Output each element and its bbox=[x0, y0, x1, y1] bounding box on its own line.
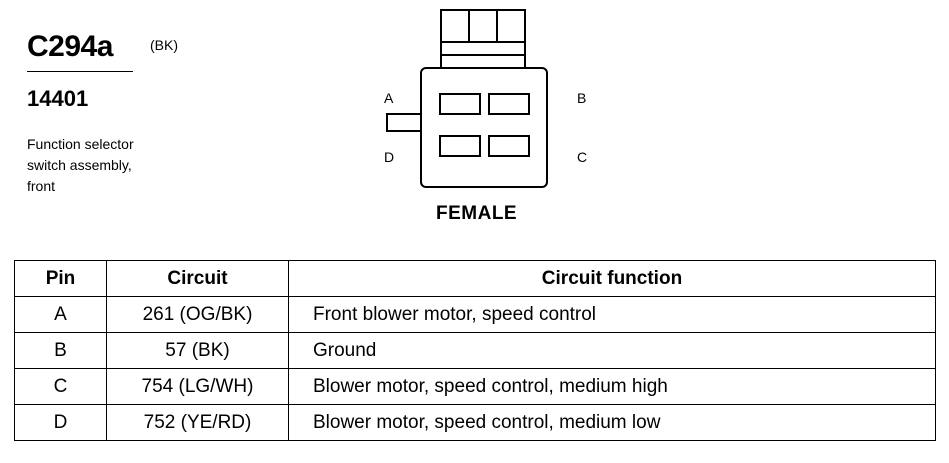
table-row: B 57 (BK) Ground bbox=[14, 332, 936, 369]
description-line: switch assembly, bbox=[27, 157, 132, 173]
table-row: C 754 (LG/WH) Blower motor, speed contro… bbox=[14, 368, 936, 405]
column-header-pin: Pin bbox=[14, 260, 107, 297]
connector-gender-label: FEMALE bbox=[436, 203, 518, 224]
pin-cell: D bbox=[14, 404, 107, 441]
terminal-cavity-d bbox=[439, 135, 481, 157]
description-line: Function selector bbox=[27, 136, 134, 152]
pin-label-b: B bbox=[577, 90, 587, 106]
circuit-cell: 752 (YE/RD) bbox=[106, 404, 289, 441]
component-description: Function selector switch assembly, front bbox=[27, 134, 134, 197]
pin-label-a: A bbox=[384, 90, 394, 106]
connector-body bbox=[420, 67, 548, 188]
terminal-cavity-c bbox=[488, 135, 530, 157]
pin-cell: A bbox=[14, 296, 107, 333]
pin-cell: C bbox=[14, 368, 107, 405]
table-row: D 752 (YE/RD) Blower motor, speed contro… bbox=[14, 404, 936, 441]
connector-latch-housing bbox=[440, 9, 526, 69]
table-header-row: Pin Circuit Circuit function bbox=[14, 260, 936, 297]
circuit-function-cell: Blower motor, speed control, medium high bbox=[288, 368, 936, 405]
connector-id: C294a bbox=[27, 30, 113, 63]
column-header-circuit: Circuit bbox=[106, 260, 289, 297]
part-number: 14401 bbox=[27, 86, 89, 111]
title-rule bbox=[27, 71, 133, 72]
description-line: front bbox=[27, 178, 56, 194]
circuit-cell: 754 (LG/WH) bbox=[106, 368, 289, 405]
table-row: A 261 (OG/BK) Front blower motor, speed … bbox=[14, 296, 936, 333]
pin-label-c: C bbox=[577, 149, 588, 165]
circuit-cell: 57 (BK) bbox=[106, 332, 289, 369]
circuit-function-cell: Front blower motor, speed control bbox=[288, 296, 936, 333]
terminal-cavity-a bbox=[439, 93, 481, 115]
pin-cell: B bbox=[14, 332, 107, 369]
pinout-table: Pin Circuit Circuit function A 261 (OG/B… bbox=[14, 260, 936, 441]
circuit-function-cell: Blower motor, speed control, medium low bbox=[288, 404, 936, 441]
connector-face-diagram bbox=[386, 9, 548, 188]
pin-label-d: D bbox=[384, 149, 395, 165]
polarizing-key bbox=[386, 113, 422, 132]
connector-color-code: (BK) bbox=[150, 37, 178, 53]
column-header-circuit-function: Circuit function bbox=[288, 260, 936, 297]
circuit-cell: 261 (OG/BK) bbox=[106, 296, 289, 333]
circuit-function-cell: Ground bbox=[288, 332, 936, 369]
terminal-cavity-b bbox=[488, 93, 530, 115]
